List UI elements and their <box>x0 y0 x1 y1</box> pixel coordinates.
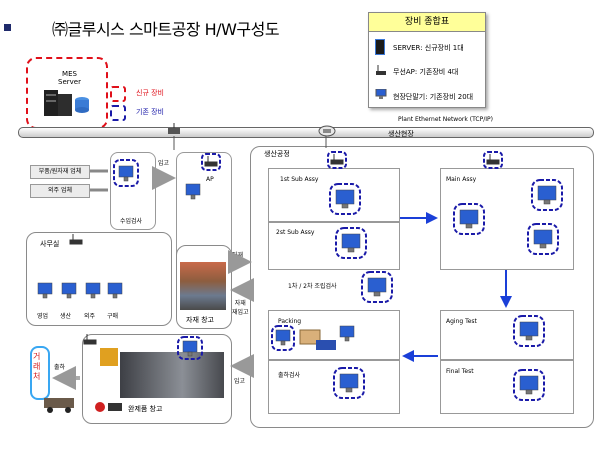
final-box <box>440 360 574 414</box>
sub1-box <box>268 168 400 222</box>
inbound-label: 입고 <box>158 160 170 167</box>
assy-inspect-label: 1차 / 2차 조립검사 <box>288 283 337 290</box>
main-assy-label: Main Assy <box>446 176 477 183</box>
wireless-ap-icon <box>375 65 387 75</box>
mes-server-label: MES Server <box>58 70 81 86</box>
material-return-label: 자재 재입고 <box>232 300 249 316</box>
ap-label: AP <box>206 176 214 183</box>
equipment-summary-table: 장비 종합표 SERVER: 신규장비 1대 무선AP: 기존장비 4대 현장단… <box>368 12 486 108</box>
warehouse-photo <box>180 262 226 310</box>
customer-label: 거래처 <box>33 352 41 381</box>
production-label: 생산공정 <box>264 150 290 158</box>
outsource-vendor: 외주 업체 <box>30 184 90 198</box>
title-bullet <box>4 24 11 31</box>
network-label: Plant Ethernet Network (TCP/IP) <box>398 116 493 123</box>
new-equipment-key <box>110 86 126 102</box>
legend-item-terminal: 현장단말기: 기존장비 20대 <box>393 93 474 101</box>
terminal-icon <box>375 89 387 99</box>
office-label: 사무실 <box>40 240 60 248</box>
existing-equipment-key <box>110 105 126 121</box>
legend-item-server: SERVER: 신규장비 1대 <box>393 44 464 52</box>
existing-equipment-label: 기존 장비 <box>136 108 164 116</box>
incoming-inspection-label: 수입검사 <box>120 218 143 225</box>
material-warehouse-label: 자재 창고 <box>186 316 214 324</box>
server-icon <box>40 88 92 120</box>
server-icon <box>375 39 385 55</box>
incoming-inspection-box <box>110 152 156 230</box>
equipment-summary-header: 장비 종합표 <box>369 13 485 32</box>
office-panel <box>26 232 172 326</box>
network-switch-icon <box>166 123 182 139</box>
ship-inspect-box <box>268 360 400 414</box>
department-purchasing: 구매 <box>107 313 119 320</box>
sub2-label: 2st Sub Assy <box>276 229 315 236</box>
department-sales: 영업 <box>37 313 49 320</box>
vendor-arrows <box>90 169 108 192</box>
finished-goods-photo <box>120 352 224 398</box>
new-equipment-label: 신규 장비 <box>136 89 164 97</box>
legend-item-ap: 무선AP: 기존장비 4대 <box>393 68 459 76</box>
finished-inbound-label: 입고 <box>234 378 246 385</box>
packing-label: Packing <box>278 318 302 325</box>
aging-label: Aging Test <box>446 318 477 325</box>
network-switch-icon <box>318 124 336 138</box>
ship-inspect-label: 출하검사 <box>278 372 301 379</box>
network-bar <box>18 127 594 138</box>
customer-box <box>30 346 50 400</box>
sub2-box <box>268 222 400 270</box>
raw-material-vendor: 부품/원자재 업체 <box>30 165 90 179</box>
page-title: ㈜글루시스 스마트공장 H/W구성도 <box>52 20 280 39</box>
aging-box <box>440 310 574 360</box>
field-label: 생산현장 <box>388 130 414 138</box>
sub1-label: 1st Sub Assy <box>280 176 319 183</box>
final-label: Final Test <box>446 368 474 375</box>
department-outsource: 외주 <box>84 313 96 320</box>
department-production: 생산 <box>60 313 72 320</box>
finished-goods-label: 완제품 창고 <box>128 405 163 413</box>
